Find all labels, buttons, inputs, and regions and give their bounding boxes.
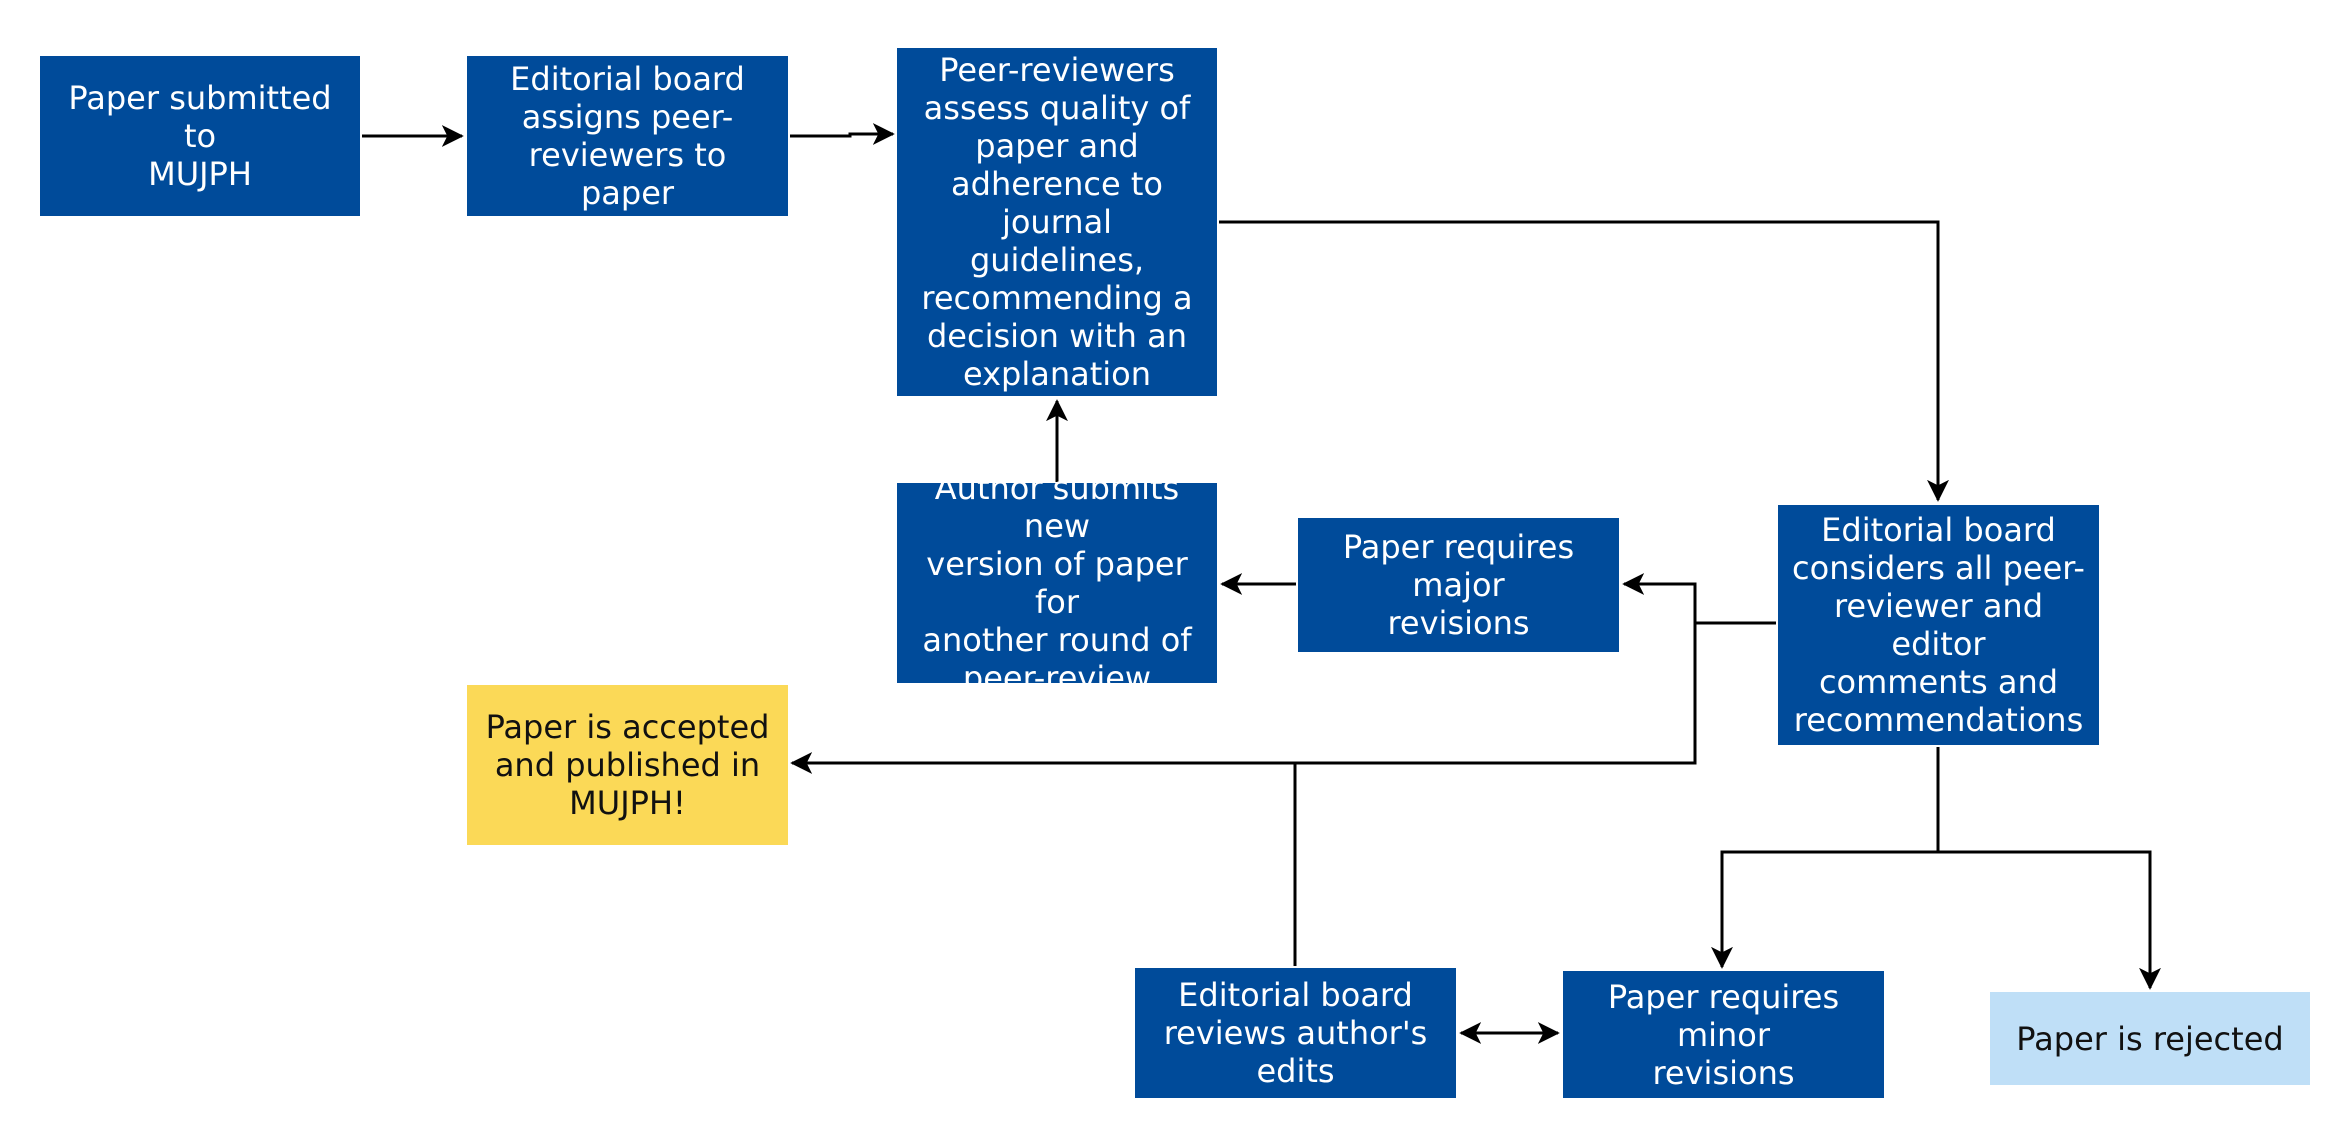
node-label-line: reviewers to paper — [528, 136, 727, 212]
node-label-line: guidelines, — [969, 241, 1145, 279]
node-label-line: Author submits new — [934, 469, 1180, 545]
node-label-line: version of paper for — [926, 545, 1188, 621]
node-label-line: Paper requires minor — [1607, 977, 1840, 1054]
connector-assess-to-considers — [1219, 220, 1949, 502]
node-label-line: Peer-reviewers — [939, 51, 1175, 89]
node-label-line: decision with an — [926, 317, 1188, 355]
node-label-line: edits — [1256, 1052, 1335, 1090]
connector-considers-to-rejected — [1938, 850, 2161, 990]
node-label-line: recommendations — [1793, 701, 2084, 739]
node-label-line: assess quality of — [923, 89, 1191, 127]
node-label-line: MUJPH — [148, 155, 252, 193]
node-label-line: paper and — [975, 127, 1139, 165]
node-label-line: assigns peer- — [521, 98, 734, 136]
node-label-line: peer-review — [962, 659, 1152, 697]
connector-considers-to-branches — [790, 621, 1776, 774]
node-label-line: and published in — [494, 746, 761, 784]
node-label-line: MUJPH! — [569, 784, 686, 822]
node-label-line: Paper submitted to — [68, 79, 332, 155]
node-label-line: another round of — [922, 621, 1192, 659]
node-label-line: explanation — [962, 355, 1152, 393]
node-label-line: revisions — [1652, 1053, 1795, 1092]
node-paper-rejected: Paper is rejected — [1990, 992, 2310, 1085]
node-label-line: Editorial board — [1821, 511, 2056, 549]
node-label-line: Editorial board — [1178, 976, 1413, 1014]
node-label-line: reviews author's — [1163, 1014, 1428, 1052]
connector-considers-down — [1711, 747, 1940, 969]
node-label-line: Paper is accepted — [485, 708, 770, 746]
node-label-line: Paper is rejected — [2016, 1019, 2284, 1058]
node-label-line: Editorial board — [510, 60, 745, 98]
node-label-line: adherence to journal — [951, 165, 1163, 241]
node-label-line: Paper requires major — [1342, 528, 1575, 604]
node-label-line: comments and — [1818, 663, 2059, 701]
node-label-line: reviewer and editor — [1833, 587, 2044, 663]
node-label-line: considers all peer- — [1792, 549, 2085, 587]
node-label-line: revisions — [1387, 604, 1530, 642]
node-label-line: recommending a — [921, 279, 1193, 317]
connector-considers-to-major — [1622, 573, 1697, 623]
node-label: Paper is rejected — [2016, 1020, 2283, 1058]
connector-assigns-to-assess — [790, 123, 895, 145]
